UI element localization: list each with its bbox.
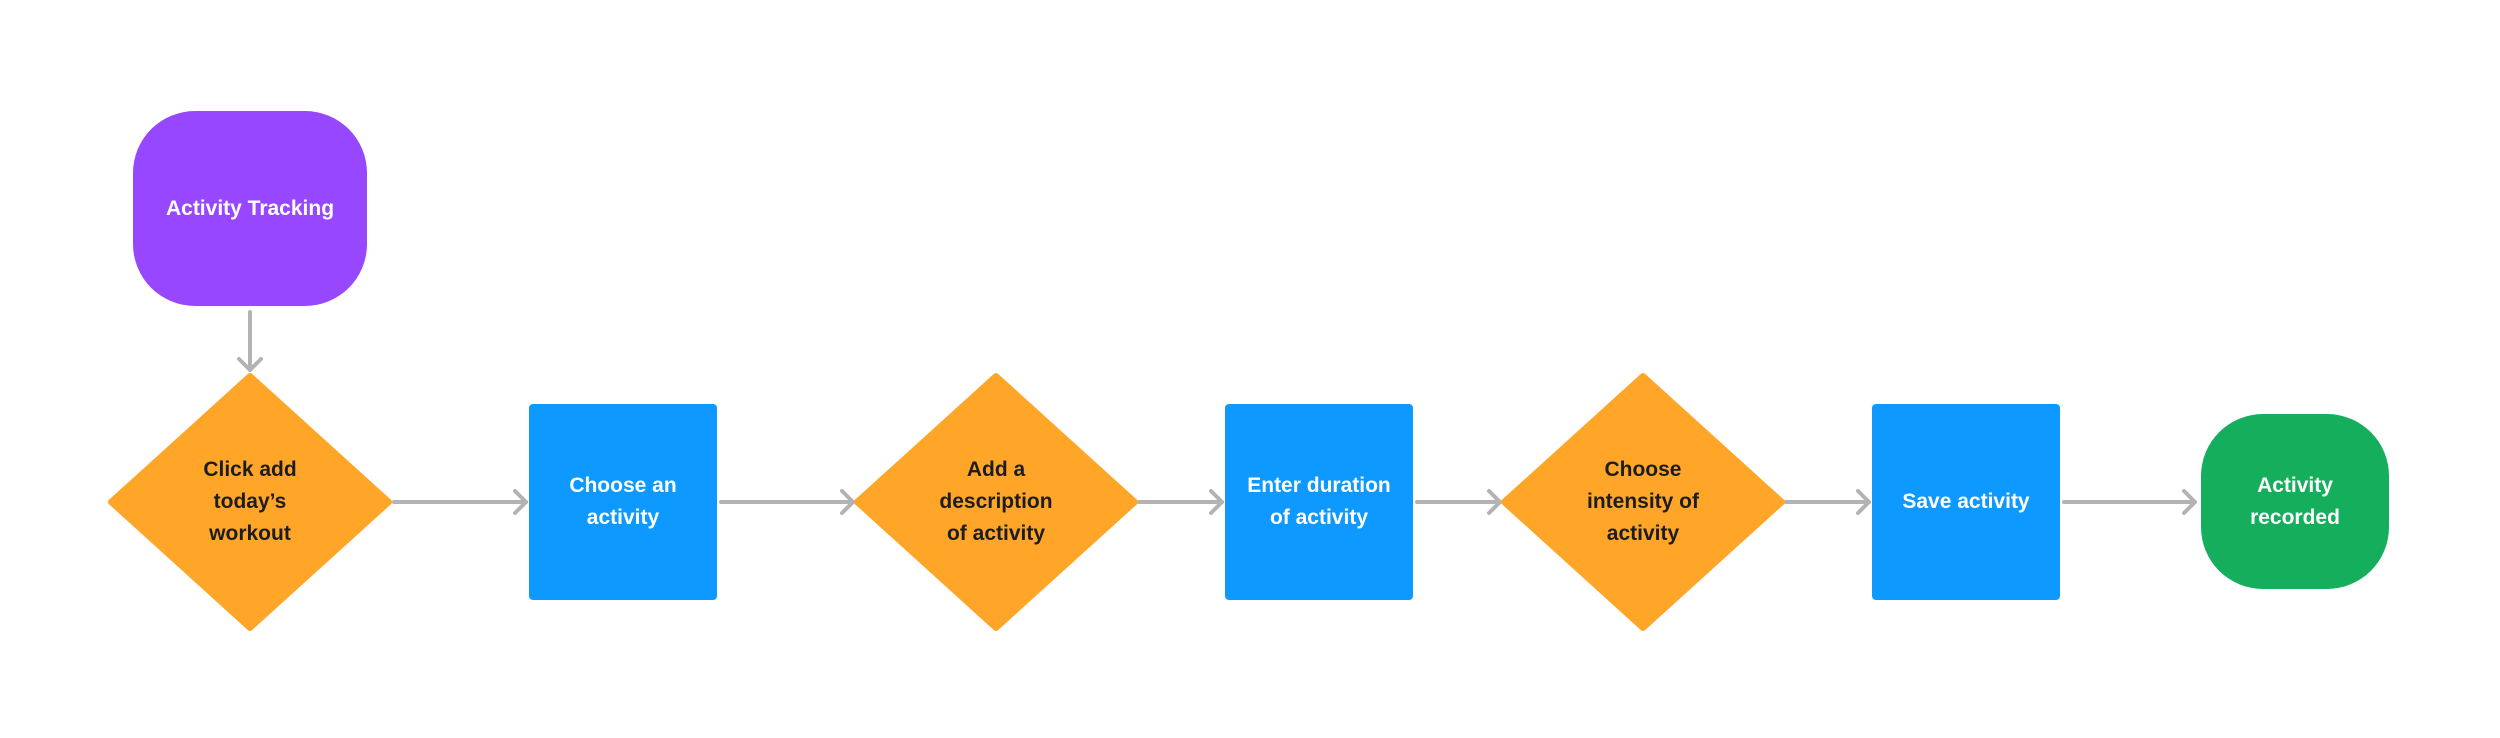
decision-node-3-shape[interactable]	[1501, 373, 1785, 631]
process-node-2-shape[interactable]	[1225, 404, 1413, 600]
connector-process-1-to-decision-2	[719, 489, 855, 515]
connector-start-to-decision-1	[237, 310, 263, 372]
end-node-shape[interactable]	[2201, 414, 2389, 589]
process-node-3-label: Save activity	[1902, 490, 2030, 513]
process-node-1-shape[interactable]	[529, 404, 717, 600]
decision-node-2-label: Add a description of activity	[939, 458, 1053, 545]
process-node-1-label: Choose an activity	[569, 474, 677, 529]
connector-decision-3-to-process-3	[1784, 489, 1871, 515]
connector-decision-1-to-process-1	[392, 489, 528, 515]
start-node-label: Activity Tracking	[165, 196, 335, 220]
process-node-2-label: Enter duration of activity	[1247, 474, 1391, 529]
start-node-shape[interactable]	[133, 111, 367, 306]
connector-process-3-to-end	[2062, 489, 2197, 515]
decision-node-1-shape[interactable]	[108, 373, 392, 631]
connector-decision-2-to-process-2	[1137, 489, 1224, 515]
decision-node-3-label: Choose intensity of activity	[1586, 458, 1699, 545]
end-node-label: Activity recorded	[2250, 473, 2340, 529]
decision-node-2-shape[interactable]	[854, 373, 1138, 631]
connector-process-2-to-decision-3	[1415, 489, 1502, 515]
process-node-3-shape[interactable]	[1872, 404, 2060, 600]
decision-node-1-label: Click add today’s workout	[203, 458, 297, 545]
